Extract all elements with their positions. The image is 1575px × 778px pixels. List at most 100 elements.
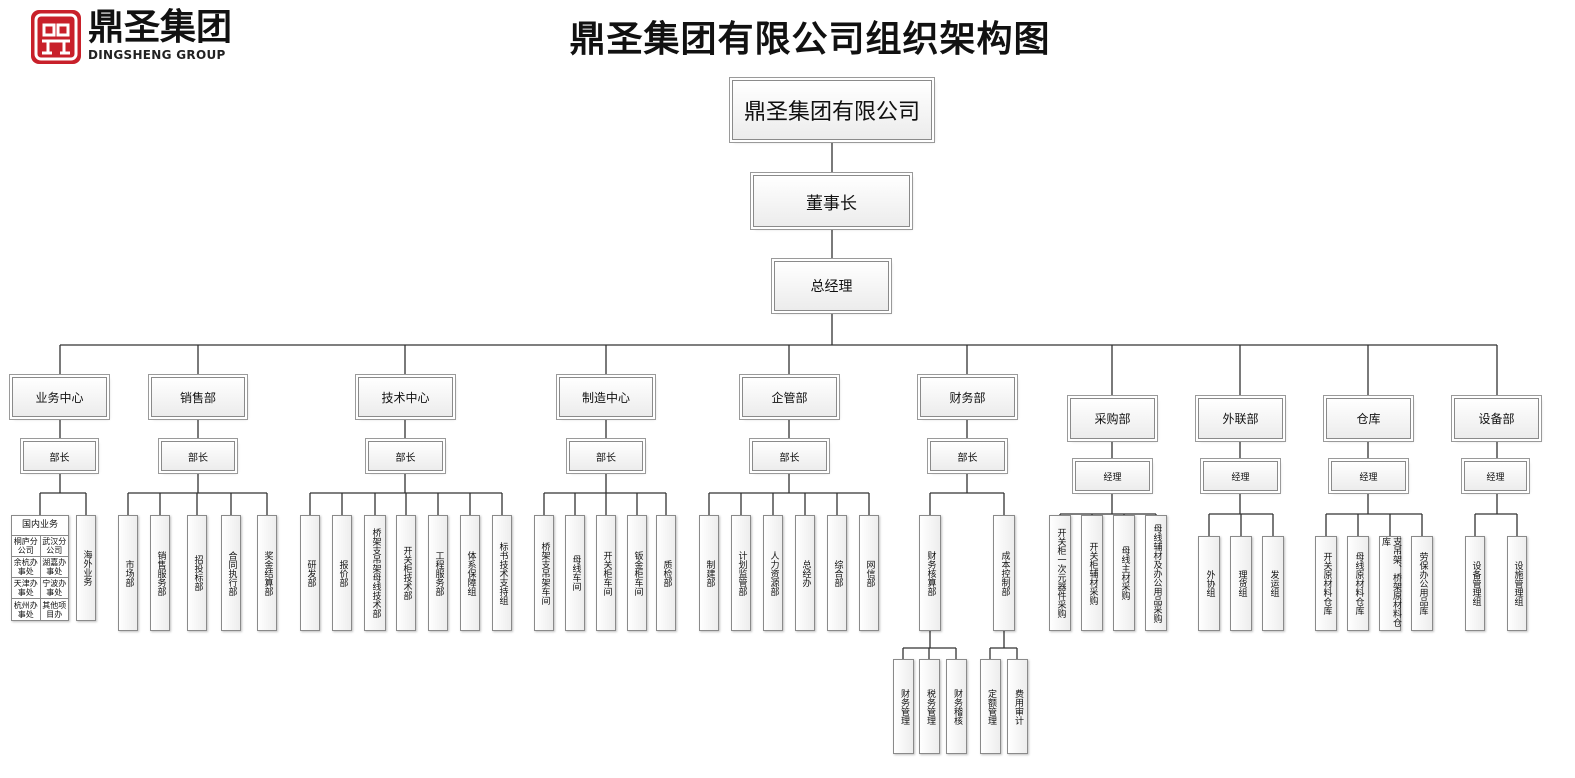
head-label: 部长	[188, 452, 208, 464]
head-box-0: 部长	[23, 441, 96, 471]
head-box-1: 部长	[161, 441, 235, 471]
sub-unit-label: 工程服务部	[433, 550, 444, 596]
sub-unit-label: 设备管理组	[1470, 561, 1481, 606]
sub-unit-label: 开关柜一次元器件采购	[1055, 528, 1066, 618]
sub-sub-unit-label: 财务稽核	[952, 688, 962, 725]
sub-sub-unit-label: 财务管理	[899, 688, 909, 725]
sub-unit-box: 标书技术支持组	[492, 515, 512, 631]
sub-unit-label: 网信部	[864, 559, 875, 587]
dept-box-4: 企管部	[742, 377, 837, 417]
sub-unit-label: 桥架支吊架母线技术部	[370, 528, 381, 618]
grid-cell: 湖嘉办事处	[42, 558, 67, 576]
sub-unit-box: 销售服务部	[150, 515, 170, 631]
sub-unit-box: 设施管理组	[1507, 536, 1527, 631]
sub-unit-box: 合同执行部	[221, 515, 241, 631]
dept-box-9: 设备部	[1454, 398, 1539, 439]
grid-row: 余杭办事处湖嘉办事处	[12, 557, 68, 578]
sub-unit-label: 桥架支吊架车间	[539, 541, 550, 605]
head-box-2: 部长	[368, 441, 443, 471]
sub-sub-unit-label: 定额管理	[986, 688, 996, 725]
sub-unit-box: 外协组	[1198, 536, 1220, 631]
sub-unit-box: 奖金结算部	[257, 515, 277, 631]
sub-sub-unit-box: 财务稽核	[946, 659, 967, 754]
company-label: 鼎圣集团有限公司	[743, 100, 920, 125]
dept-label: 外联部	[1222, 412, 1259, 426]
sub-unit-box: 报价部	[332, 515, 352, 631]
head-label: 经理	[1359, 472, 1378, 483]
head-label: 经理	[1486, 472, 1505, 483]
head-box-8: 经理	[1331, 461, 1406, 491]
sub-sub-unit-box: 税务管理	[919, 659, 940, 754]
dept-box-3: 制造中心	[559, 377, 653, 417]
dept-box-1: 销售部	[151, 377, 245, 417]
sub-unit-label: 发运组	[1268, 570, 1279, 597]
grid-title: 国内业务	[12, 516, 68, 536]
sub-unit-box: 支吊架、桥架原材料仓库	[1379, 536, 1401, 631]
head-box-4: 部长	[752, 441, 827, 471]
sub-unit-box: 母线辅材及办公用品采购	[1145, 515, 1167, 631]
sub-unit-box: 母线车间	[565, 515, 585, 631]
dept-box-2: 技术中心	[358, 377, 453, 417]
sub-unit-label: 市场部	[123, 559, 134, 587]
sub-unit-label: 销售服务部	[155, 550, 166, 596]
dept-label: 采购部	[1094, 412, 1131, 426]
sub-unit-box: 开关原材料仓库	[1315, 536, 1337, 631]
sub-unit-label: 理货组	[1236, 570, 1247, 597]
dept-box-8: 仓库	[1326, 398, 1411, 439]
sub-unit-label: 计划监管部	[736, 550, 747, 596]
sub-unit-box: 研发部	[300, 515, 320, 631]
sub-unit-label: 合同执行部	[226, 550, 237, 596]
sub-unit-box: 理货组	[1230, 536, 1252, 631]
sub-unit-label: 外协组	[1204, 570, 1215, 597]
sub-unit-label: 钣金柜车间	[632, 550, 643, 596]
sub-unit-label: 母线辅材及办公用品采购	[1151, 523, 1162, 623]
grid-cell: 杭州办事处	[12, 599, 41, 620]
sub-unit-label: 标书技术支持组	[497, 541, 508, 605]
sub-sub-unit-box: 定额管理	[980, 659, 1001, 754]
dept-label: 制造中心	[581, 390, 630, 405]
sub-unit-box: 海外业务	[76, 515, 96, 621]
head-box-5: 部长	[930, 441, 1005, 471]
sub-unit-box: 市场部	[118, 515, 138, 631]
sub-unit-box: 开关柜技术部	[396, 515, 416, 631]
dept-label: 设备部	[1478, 412, 1515, 426]
sub-unit-label: 母线主材采购	[1119, 546, 1130, 600]
logo-chinese-name: 鼎圣集团	[88, 7, 233, 48]
sub-unit-box: 成本控制部	[993, 515, 1015, 631]
chairman-label: 董事长	[806, 193, 857, 214]
general-manager-label: 总经理	[810, 279, 853, 295]
grid-cell: 其他项目办	[42, 600, 67, 619]
sub-unit-label: 母线车间	[570, 555, 581, 591]
sub-unit-box: 开关柜一次元器件采购	[1049, 515, 1071, 631]
dept-label: 技术中心	[381, 390, 430, 405]
sub-unit-box: 发运组	[1262, 536, 1284, 631]
sub-sub-unit-box: 费用审计	[1007, 659, 1028, 754]
dept-box-6: 采购部	[1070, 398, 1155, 439]
grid-row: 天津办事处宁波办事处	[12, 578, 68, 599]
head-box-9: 经理	[1464, 461, 1527, 491]
sub-unit-label: 人力资源部	[768, 550, 779, 596]
sub-unit-box: 计划监管部	[731, 515, 751, 631]
sub-unit-label: 体系保障组	[465, 550, 476, 596]
sub-unit-label: 支吊架、桥架原材料仓库	[1380, 537, 1401, 627]
dept-label: 销售部	[179, 390, 216, 405]
sub-unit-label: 设施管理组	[1512, 561, 1523, 606]
sub-unit-box: 人力资源部	[763, 515, 783, 631]
sub-unit-box: 招投标部	[187, 515, 207, 631]
grid-cell: 余杭办事处	[12, 557, 41, 577]
sub-unit-box: 总经办	[795, 515, 815, 631]
head-box-7: 经理	[1203, 461, 1278, 491]
sub-unit-box: 设备管理组	[1465, 536, 1485, 631]
logo-english-name: DINGSHENG GROUP	[88, 48, 226, 62]
head-label: 部长	[49, 452, 70, 464]
sub-unit-label: 总经办	[800, 559, 811, 587]
head-box-3: 部长	[569, 441, 643, 471]
sub-unit-box: 制建部	[699, 515, 719, 631]
sub-unit-label: 开关原材料仓库	[1321, 552, 1332, 615]
grid-cell: 宁波办事处	[42, 579, 67, 597]
head-label: 部长	[957, 452, 978, 464]
dept-label: 仓库	[1356, 412, 1381, 426]
dept-box-0: 业务中心	[12, 377, 107, 417]
sub-unit-label: 招投标部	[192, 555, 203, 591]
